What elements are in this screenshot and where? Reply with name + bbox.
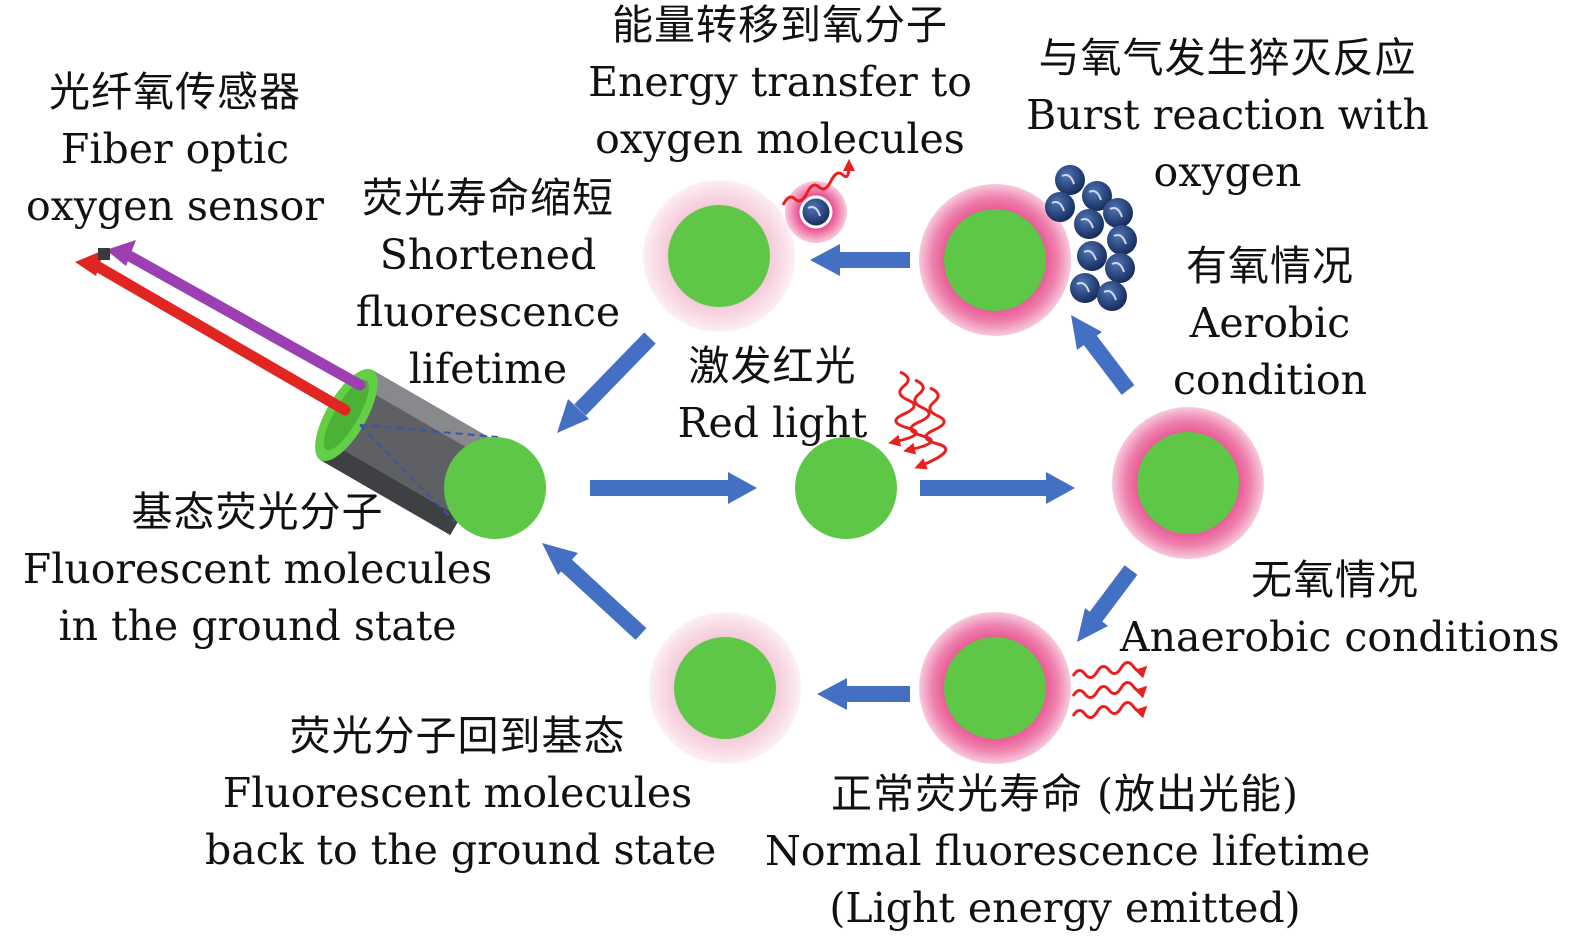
label-normal-lifetime-en2: (Light energy emitted): [829, 884, 1301, 932]
label-energy-transfer-en1: Energy transfer to: [588, 58, 972, 106]
label-energy-transfer-en2: oxygen molecules: [595, 115, 965, 163]
label-fiber-optic-sensor: 光纤氧传感器 Fiber optic oxygen sensor: [10, 64, 340, 235]
label-burst-reaction: 与氧气发生猝灭反应 Burst reaction with oxygen: [1005, 30, 1450, 201]
label-shortened-lifetime: 荧光寿命缩短 Shortened fluorescence lifetime: [338, 170, 638, 398]
label-ground-state-en2: in the ground state: [58, 602, 457, 650]
molecule-ground-state: [444, 437, 546, 539]
arrow-quench-transfer: [810, 244, 910, 276]
oxygen-molecule-icon: [1055, 165, 1085, 195]
oxygen-molecule-icon: [1103, 198, 1133, 228]
label-shortened-lifetime-cn: 荧光寿命缩短: [362, 174, 614, 222]
label-fiber-optic-sensor-en2: oxygen sensor: [26, 182, 324, 230]
process-arrows: [542, 244, 1138, 710]
oxygen-molecule-icon: [1074, 209, 1104, 239]
label-fiber-optic-sensor-en1: Fiber optic: [60, 125, 290, 173]
label-energy-transfer-cn: 能量转移到氧分子: [612, 1, 948, 49]
oxygen-molecule-icon: [1077, 241, 1107, 271]
red-light-wave-icon: [888, 370, 948, 470]
oxygen-molecule-icon: [1082, 181, 1112, 211]
label-back-to-ground-en1: Fluorescent molecules: [222, 769, 693, 817]
label-anaerobic-conditions-en1: Anaerobic conditions: [1120, 613, 1560, 661]
label-anaerobic-conditions-cn: 无氧情况: [1251, 556, 1419, 604]
oxygen-molecule-icon: [1045, 192, 1075, 222]
arrow-to-anaerobic: [1077, 565, 1138, 642]
oxygen-molecule-icon: [1105, 253, 1135, 283]
label-normal-lifetime-en1: Normal fluorescence lifetime: [765, 827, 1371, 875]
label-shortened-lifetime-en3: lifetime: [408, 345, 568, 393]
arrow-shortened-to-ground: [557, 332, 656, 433]
label-ground-state-en1: Fluorescent molecules: [22, 545, 493, 593]
label-red-light-cn: 激发红光: [688, 342, 857, 390]
label-shortened-lifetime-en2: fluorescence: [355, 288, 621, 336]
arrow-to-aerobic: [1071, 315, 1135, 395]
label-shortened-lifetime-en1: Shortened: [379, 231, 597, 279]
label-burst-reaction-cn: 与氧气发生猝灭反应: [1038, 34, 1417, 82]
arrow-normal-to-back: [817, 678, 910, 710]
label-energy-transfer: 能量转移到氧分子 Energy transfer to oxygen molec…: [575, 0, 985, 168]
label-anaerobic-conditions: 无氧情况 Anaerobic conditions: [1120, 552, 1560, 666]
label-red-light: 激发红光 Red light: [660, 338, 885, 452]
label-aerobic-condition: 有氧情况 Aerobic condition: [1150, 238, 1390, 409]
label-back-to-ground: 荧光分子回到基态 Fluorescent molecules back to t…: [205, 708, 717, 879]
oxygen-molecule-icon: [1070, 273, 1100, 303]
arrow-excited-to-activated: [920, 472, 1075, 504]
label-red-light-en1: Red light: [677, 399, 868, 447]
red-light-wave-icon: [781, 159, 855, 206]
oxygen-molecule-icon: [1097, 281, 1127, 311]
label-ground-state-cn: 基态荧光分子: [131, 488, 384, 536]
molecule-shortened-lifetime: [643, 180, 795, 332]
label-aerobic-condition-en2: condition: [1172, 356, 1368, 404]
arrow-ground-to-excited: [590, 472, 757, 504]
energized-oxygen-molecule: [781, 159, 855, 243]
label-back-to-ground-en2: back to the ground state: [205, 826, 717, 874]
label-burst-reaction-en2: oxygen: [1153, 148, 1302, 196]
oxygen-molecule-icon: [1107, 225, 1137, 255]
oxygen-molecule-cluster: [1045, 165, 1137, 311]
molecule-aerobic-quenching: [919, 184, 1071, 336]
label-ground-state: 基态荧光分子 Fluorescent molecules in the grou…: [20, 484, 495, 655]
molecule-excited: [795, 437, 897, 539]
label-normal-lifetime-cn: 正常荧光寿命 (放出光能): [830, 770, 1300, 818]
label-fiber-optic-sensor-cn: 光纤氧传感器: [49, 68, 301, 116]
molecule-normal-lifetime: [919, 612, 1071, 764]
label-back-to-ground-cn: 荧光分子回到基态: [289, 712, 626, 760]
red-light-wave-icon: [1071, 661, 1148, 719]
molecule-back-to-ground: [649, 612, 801, 764]
label-normal-lifetime: 正常荧光寿命 (放出光能) Normal fluorescence lifeti…: [765, 766, 1371, 937]
arrow-back-to-ground: [542, 543, 647, 640]
label-aerobic-condition-en1: Aerobic: [1189, 299, 1351, 347]
label-burst-reaction-en1: Burst reaction with: [1026, 91, 1429, 139]
molecule-activated: [1112, 407, 1264, 559]
label-aerobic-condition-cn: 有氧情况: [1186, 242, 1354, 290]
